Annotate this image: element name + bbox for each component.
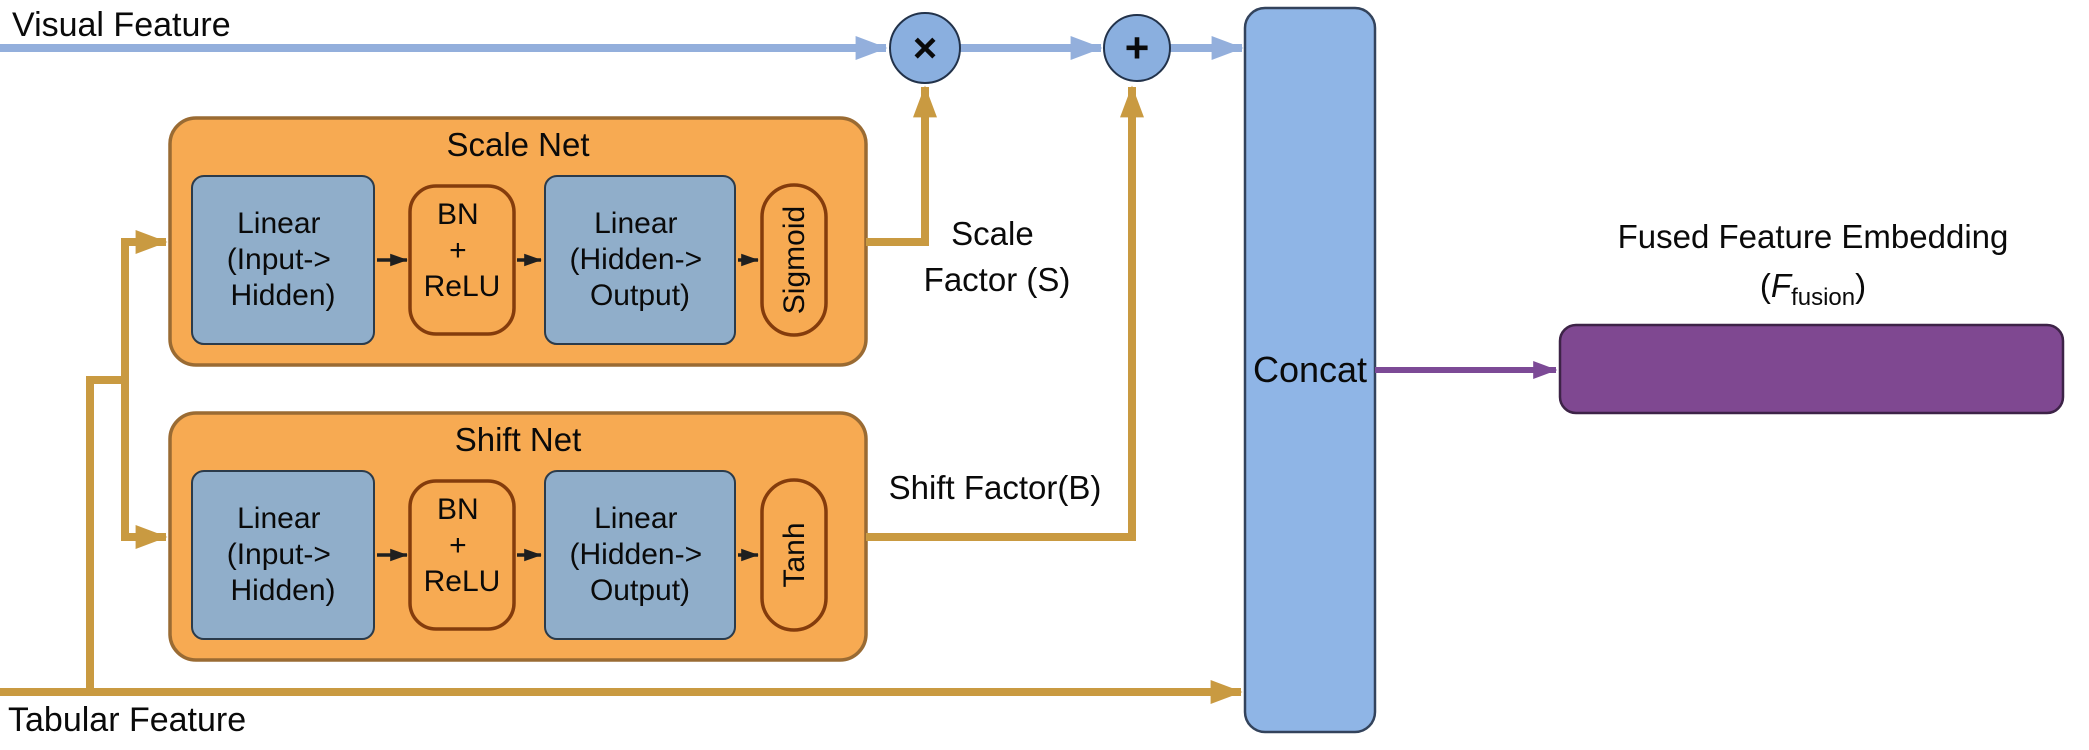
multiply-node	[889, 12, 961, 84]
multiply-icon: ×	[913, 24, 938, 71]
fused-embedding-title: Fused Feature Embedding	[1618, 218, 2009, 255]
scale-bn-relu-box	[408, 184, 516, 336]
scale-net-title: Scale Net	[446, 126, 589, 163]
add-node	[1103, 14, 1171, 82]
shift-net-title: Shift Net	[455, 421, 582, 458]
shift-factor-label: Shift Factor(B)	[889, 469, 1102, 506]
shift-linear-input-box	[191, 470, 375, 640]
sigmoid-label: Sigmoid	[778, 206, 811, 314]
tabular-branch-to-shift-net	[121, 380, 168, 549]
shift-bn-relu-label: BN + ReLU	[424, 493, 501, 598]
tanh-label: Tanh	[778, 522, 811, 587]
scale-factor-arrow	[866, 85, 937, 246]
scale-linear-output-box	[544, 175, 736, 345]
scale-linear-output-label: Linear (Hidden-> Output)	[570, 207, 711, 312]
shift-linear-output-box	[544, 470, 736, 640]
visual-feature-label: Visual Feature	[12, 6, 231, 44]
tabular-branch-to-scale-net	[121, 230, 168, 380]
tabular-branch-trunk	[86, 376, 125, 692]
scale-net-group: Scale Net Linear (Input-> Hidden) BN + R…	[168, 116, 868, 367]
shift-linear-input-label: Linear (Input-> Hidden)	[227, 502, 340, 607]
plus-icon: +	[1125, 24, 1150, 71]
shift-linear-output-label: Linear (Hidden-> Output)	[570, 502, 711, 607]
scale-factor-label: Scale Factor (S)	[924, 215, 1071, 298]
sigmoid-box	[760, 183, 828, 337]
fused-embedding-box	[1558, 323, 2065, 415]
fused-embedding-formula: (Ffusion)	[1760, 267, 1866, 311]
concat-label: Concat	[1253, 349, 1367, 390]
tabular-feature-label: Tabular Feature	[8, 701, 246, 739]
tanh-box	[760, 478, 828, 632]
shift-net-group: Shift Net Linear (Input-> Hidden) BN + R…	[168, 411, 868, 662]
shift-factor-arrow	[866, 85, 1144, 541]
shift-bn-relu-box	[408, 479, 516, 631]
scale-linear-input-box	[191, 175, 375, 345]
scale-linear-input-label: Linear (Input-> Hidden)	[227, 207, 340, 312]
scale-bn-relu-label: BN + ReLU	[424, 198, 501, 303]
